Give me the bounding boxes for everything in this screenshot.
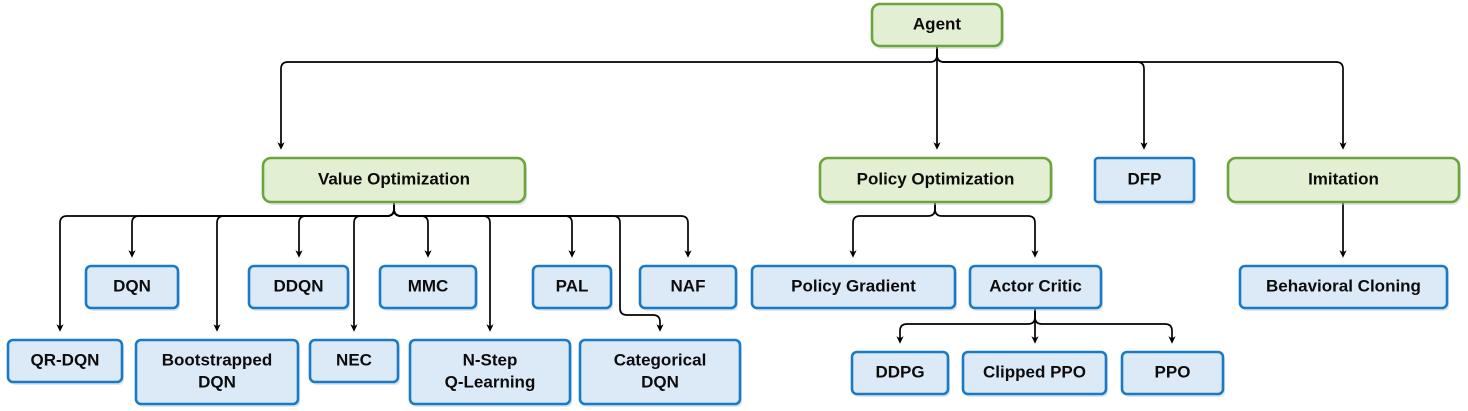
node-box (261, 156, 527, 204)
node-box (308, 338, 400, 384)
node-box (531, 264, 613, 310)
node-label-naf: NAF (671, 276, 706, 295)
edge-value-optimization-to-pal (393, 202, 576, 258)
node-qr-dqn[interactable]: QR-DQN (6, 338, 124, 385)
node-ddpg[interactable]: DDPG (850, 350, 950, 397)
node-box (850, 350, 950, 396)
node-box (750, 264, 957, 310)
node-box (818, 156, 1053, 204)
node-policy-gradient[interactable]: Policy Gradient (750, 264, 957, 311)
node-dfp[interactable]: DFP (1093, 156, 1196, 205)
node-behavioral-cloning[interactable]: Behavioral Cloning (1238, 264, 1449, 311)
node-ppo[interactable]: PPO (1120, 350, 1225, 397)
node-label-behavioral-cloning: Behavioral Cloning (1266, 276, 1421, 295)
node-label-clipped-ppo: Clipped PPO (983, 362, 1086, 381)
node-label-categorical-dqn: Categorical (614, 350, 707, 369)
edge-value-optimization-to-mmc (393, 202, 432, 258)
node-nec[interactable]: NEC (308, 338, 400, 385)
edge-policy-optimization-to-policy-gradient (849, 202, 936, 258)
node-box (84, 264, 180, 310)
node-agent[interactable]: Agent (870, 2, 1004, 49)
edge-agent-to-value-optimization (277, 46, 938, 150)
node-box (6, 338, 124, 384)
node-label-pal: PAL (556, 276, 589, 295)
node-mmc[interactable]: MMC (378, 264, 478, 311)
node-label-bootstrapped-dqn: DQN (198, 372, 236, 391)
node-box (1093, 156, 1196, 204)
edge-agent-to-dfp (936, 46, 1148, 150)
node-label-policy-optimization: Policy Optimization (857, 169, 1015, 188)
node-box (1120, 350, 1225, 396)
edge-value-optimization-to-ddqn (295, 202, 395, 258)
node-label-bootstrapped-dqn: Bootstrapped (162, 350, 273, 369)
node-label-policy-gradient: Policy Gradient (791, 276, 916, 295)
node-box (870, 2, 1004, 48)
edge-policy-optimization-to-actor-critic (934, 202, 1039, 258)
node-policy-optimization[interactable]: Policy Optimization (818, 156, 1053, 205)
node-actor-critic[interactable]: Actor Critic (968, 264, 1103, 311)
node-box (1226, 156, 1461, 204)
edge-actor-critic-to-ppo (1034, 308, 1176, 344)
node-box (638, 264, 738, 310)
edge-agent-to-imitation (936, 46, 1347, 150)
node-label-value-optimization: Value Optimization (318, 169, 470, 188)
node-naf[interactable]: NAF (638, 264, 738, 311)
node-clipped-ppo[interactable]: Clipped PPO (961, 350, 1108, 397)
node-box (134, 338, 300, 406)
node-box (578, 338, 742, 406)
node-imitation[interactable]: Imitation (1226, 156, 1461, 205)
node-label-actor-critic: Actor Critic (989, 276, 1082, 295)
node-label-nec: NEC (336, 350, 372, 369)
node-label-ddpg: DDPG (875, 362, 924, 381)
node-value-optimization[interactable]: Value Optimization (261, 156, 527, 205)
node-dqn[interactable]: DQN (84, 264, 180, 311)
edge-value-optimization-to-naf (393, 202, 692, 258)
node-ddqn[interactable]: DDQN (247, 264, 350, 311)
node-box (968, 264, 1103, 310)
node-label-n-step-q-learning: N-Step (463, 350, 518, 369)
node-box (378, 264, 478, 310)
node-label-categorical-dqn: DQN (641, 372, 679, 391)
node-label-imitation: Imitation (1308, 169, 1379, 188)
node-label-mmc: MMC (408, 276, 449, 295)
node-label-qr-dqn: QR-DQN (31, 350, 100, 369)
node-box (247, 264, 350, 310)
node-label-ppo: PPO (1155, 362, 1191, 381)
node-box (1238, 264, 1449, 310)
node-label-ddqn: DDQN (273, 276, 323, 295)
node-label-dqn: DQN (113, 276, 151, 295)
node-label-agent: Agent (913, 14, 962, 33)
node-box (408, 338, 572, 406)
node-box (961, 350, 1108, 396)
edge-actor-critic-to-ddpg (896, 308, 1036, 344)
node-pal[interactable]: PAL (531, 264, 613, 311)
node-label-dfp: DFP (1128, 169, 1162, 188)
node-label-n-step-q-learning: Q-Learning (445, 372, 536, 391)
connector-layer (56, 46, 1347, 344)
